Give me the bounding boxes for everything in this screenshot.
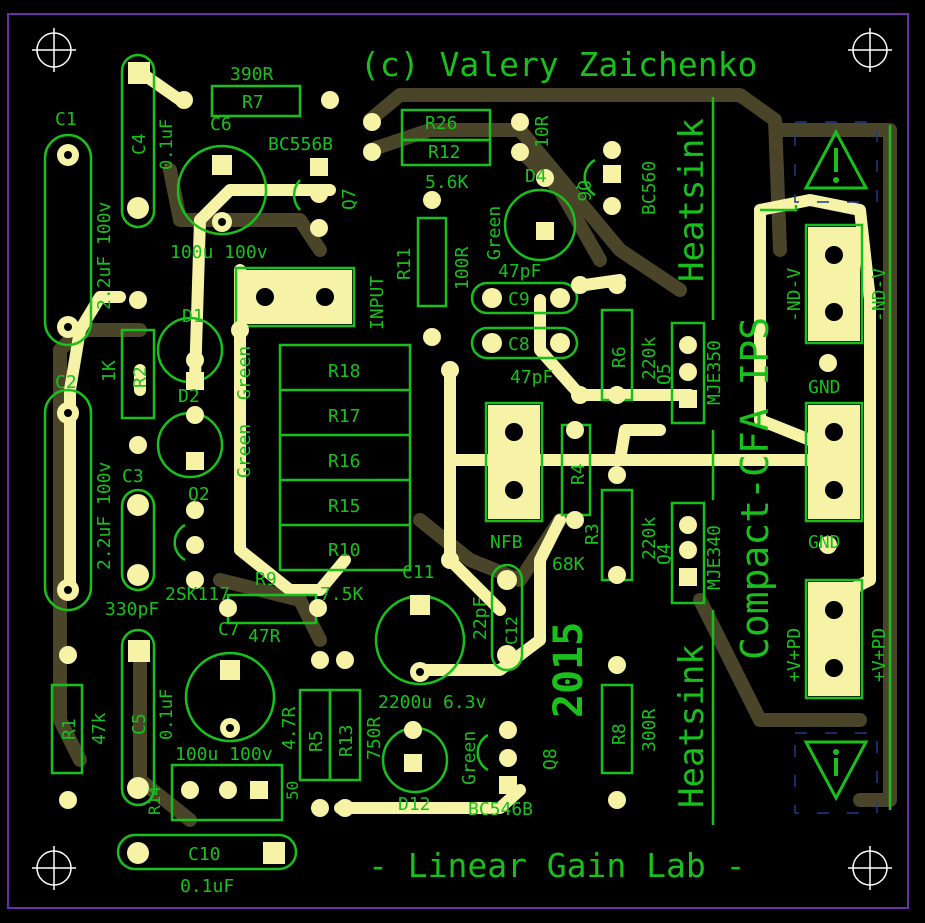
label-c7: C7 (218, 619, 240, 640)
label-r7: R7 (242, 92, 264, 113)
label-c1: C1 (55, 109, 77, 130)
label-c10-value: 0.1uF (180, 876, 234, 897)
label-r13: R13 (336, 724, 357, 757)
label-c9-value: 47pF (498, 261, 541, 282)
label-r5-value: 4.7R (279, 706, 300, 750)
label-d4: D4 (525, 166, 547, 187)
board-footer: - Linear Gain Lab - (368, 846, 746, 885)
label-gnd-top: GND (808, 377, 841, 398)
label-q5-part: MJE350 (704, 340, 725, 405)
label-q4-part: MJE340 (704, 525, 725, 590)
label-q2-part: 2SK117 (165, 584, 230, 605)
label-v-pd-left: +V+PD (784, 628, 805, 682)
label-d12-color: Green (459, 731, 480, 785)
label-c8: C8 (508, 334, 530, 355)
label-r14: R14 (145, 786, 164, 815)
label-q7-part: BC556B (268, 134, 333, 155)
label-r18: R18 (328, 361, 361, 382)
label-r17: R17 (328, 406, 361, 427)
label-c7-r: 47R (248, 626, 281, 647)
label-d1-color: Green (234, 346, 255, 400)
label-nd-v-right: -ND-V (869, 268, 890, 322)
label-c4: C4 (129, 133, 150, 155)
label-nd-v-left: -ND-V (784, 268, 805, 322)
label-c12-value: 22pF (470, 597, 491, 640)
label-q6: Q6 (573, 180, 594, 202)
label-q6-part: BC560 (639, 161, 660, 215)
label-r1-value: 47k (89, 712, 110, 745)
warning-symbols (794, 121, 878, 814)
label-c3: C3 (122, 466, 144, 487)
board-title: (c) Valery Zaichenko (360, 45, 757, 84)
label-q4: Q4 (654, 543, 675, 565)
board-edge (7, 13, 909, 909)
label-d1: D1 (182, 306, 204, 327)
label-c10: C10 (188, 844, 221, 865)
label-c4-value: 0.1uF (157, 119, 177, 170)
label-r9: R9 (255, 569, 277, 590)
heatsink-top: Heatsink (672, 118, 712, 282)
label-r16: R16 (328, 451, 361, 472)
label-d2-color: Green (234, 424, 255, 478)
label-q8-part: BC546B (468, 799, 533, 820)
board-year: 2015 (546, 622, 592, 718)
pads (57, 62, 860, 864)
label-q8: Q8 (540, 748, 561, 770)
label-r11: R11 (394, 247, 415, 280)
label-c11: C11 (402, 562, 435, 583)
label-r4: R4 (568, 463, 589, 485)
label-c8-value: 47pF (510, 367, 553, 388)
label-r6: R6 (609, 346, 630, 368)
label-c2: C2 (55, 372, 77, 393)
label-r26-value: 10R (532, 115, 553, 148)
label-c6: C6 (210, 114, 232, 135)
label-r3: R3 (582, 523, 603, 545)
silkscreen-text: (c) Valery Zaichenko - Linear Gain Lab -… (55, 45, 890, 897)
mounting-holes (32, 28, 892, 890)
label-c7-value: 100u 100v (175, 744, 273, 765)
label-c9: C9 (508, 289, 530, 310)
label-r10: R10 (328, 540, 361, 561)
label-r6-value: 220k (639, 336, 660, 380)
module-name: Compact-CFA IPS (733, 317, 777, 660)
label-r2: R2 (130, 366, 151, 388)
label-q2: Q2 (188, 484, 210, 505)
label-c2-value: 2.2uF 100v (94, 462, 115, 570)
label-c5: C5 (129, 713, 150, 735)
label-r13-value: 750R (364, 716, 385, 760)
label-q7: Q7 (339, 188, 360, 210)
label-r5: R5 (306, 730, 327, 752)
label-r2-value: 1K (99, 360, 120, 382)
label-d12: D12 (398, 794, 431, 815)
label-c5-value: 0.1uF (157, 689, 177, 740)
pad-holes (64, 151, 843, 732)
label-gnd-bottom: GND (808, 532, 841, 553)
label-v-pd-right: +V+PD (869, 628, 890, 682)
label-r7-value: 390R (230, 64, 274, 85)
label-r26: R26 (425, 113, 458, 134)
label-r1: R1 (59, 718, 80, 740)
label-c3-value: 330pF (105, 599, 159, 620)
label-d4-color: Green (484, 206, 505, 260)
label-input: INPUT (367, 276, 388, 330)
label-r9-value: 7.5K (320, 584, 364, 605)
label-c1-value: 2.2uF 100v (94, 202, 115, 310)
label-r11-value: 100R (452, 246, 473, 290)
label-r14-value: 50 (283, 781, 302, 800)
label-c12: C12 (502, 616, 521, 645)
label-r3b-value: 220k (639, 516, 660, 560)
label-r8: R8 (609, 723, 630, 745)
label-r12: R12 (428, 142, 461, 163)
label-nfb: NFB (490, 532, 523, 553)
label-r3-value: 68K (552, 554, 585, 575)
label-d2: D2 (178, 386, 200, 407)
label-q5: Q5 (654, 363, 675, 385)
label-c11-value: 2200u 6.3v (378, 692, 486, 713)
label-r8-value: 300R (639, 708, 660, 752)
label-r15: R15 (328, 496, 361, 517)
label-c6-value: 100u 100v (170, 242, 268, 263)
heatsink-bottom: Heatsink (672, 644, 712, 808)
label-r12-value: 5.6K (425, 172, 469, 193)
